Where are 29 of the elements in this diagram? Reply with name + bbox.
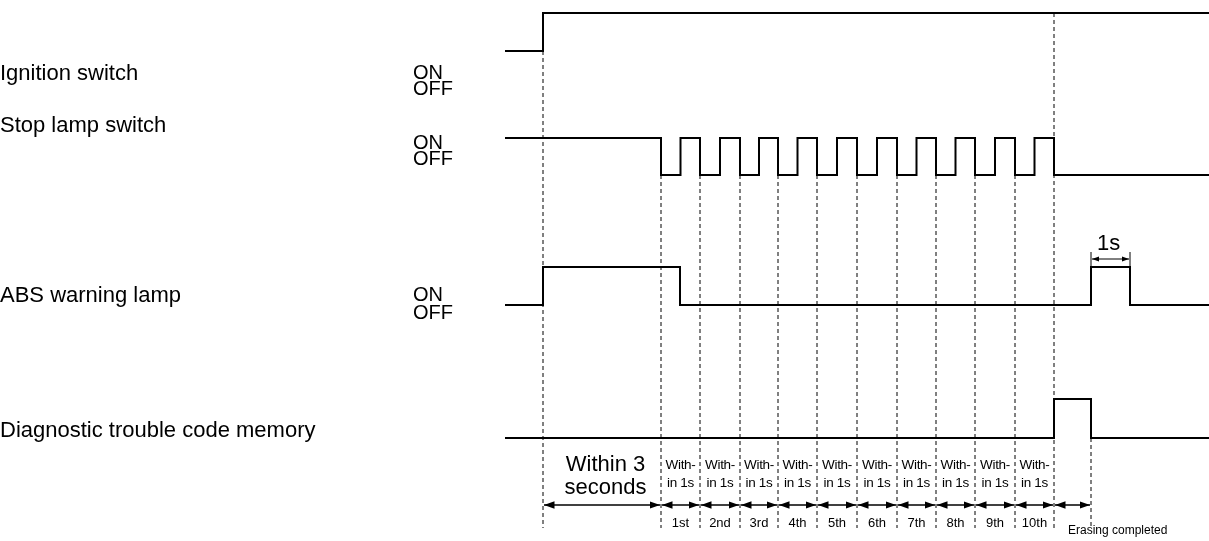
step-label: 2nd bbox=[708, 516, 732, 529]
time-label: With- in 1s bbox=[704, 456, 736, 492]
time-label: With- in 1s bbox=[939, 456, 972, 492]
step-label: 6th bbox=[866, 516, 888, 529]
step-label: 4th bbox=[787, 516, 808, 529]
step-label: 10th bbox=[1020, 516, 1049, 529]
step-label: 3rd bbox=[748, 516, 770, 529]
time-label: With- in 1s bbox=[861, 456, 893, 492]
time-label: Within 3 seconds bbox=[563, 452, 648, 499]
step-label: 5th bbox=[826, 516, 848, 529]
step-label: 1st bbox=[670, 516, 691, 529]
signal-label: Ignition switch bbox=[0, 62, 139, 84]
time-label: With- in 1s bbox=[900, 456, 933, 492]
state-label: OFF bbox=[413, 302, 453, 322]
signal-label: Stop lamp switch bbox=[0, 114, 167, 136]
time-label: With- in 1s bbox=[821, 456, 853, 492]
step-label: 9th bbox=[984, 516, 1006, 529]
time-label: With- in 1s bbox=[781, 456, 814, 492]
step-label: 7th bbox=[906, 516, 927, 529]
time-label: With- in 1s bbox=[979, 456, 1011, 492]
state-label: ON bbox=[413, 284, 443, 304]
time-label: With- in 1s bbox=[1018, 456, 1051, 492]
step-label: Erasing completed bbox=[1068, 524, 1168, 536]
signal-label: ABS warning lamp bbox=[0, 284, 181, 306]
step-label: 8th bbox=[945, 516, 966, 529]
time-label: With- in 1s bbox=[664, 456, 697, 492]
signal-label: Diagnostic trouble code memory bbox=[0, 419, 316, 441]
time-label: With- in 1s bbox=[743, 456, 775, 492]
dimension-label: 1s bbox=[1097, 232, 1121, 254]
